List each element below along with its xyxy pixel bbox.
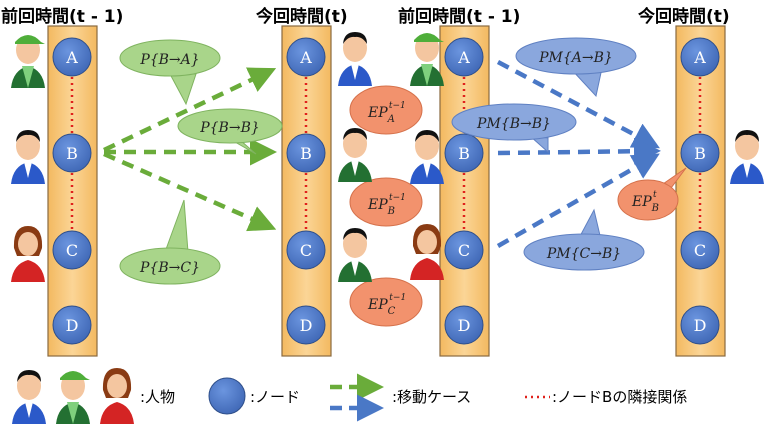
svg-text:PM{A→B}: PM{A→B} [538,50,613,66]
node-a-col1: A [52,37,92,77]
bubble-pm-ab: PM{A→B} [515,37,637,98]
node-a-col3: A [444,37,484,77]
person-blue-suit-icon-4 [730,130,764,184]
bubble-pm-cb: PM{C→B} [523,208,645,271]
svg-text:A: A [299,48,312,67]
svg-text:PM{B→B}: PM{B→B} [476,116,551,132]
node-d-col4: D [680,305,720,345]
node-c-col4: C [680,230,720,270]
person-green-cap-icon-3 [410,33,444,86]
arrow-a-to-b [496,60,660,149]
person-blue-suit-icon-3 [410,130,444,184]
node-d-col1: D [52,305,92,345]
node-c-col1: C [52,230,92,270]
bubble-p-ba: P{B→A} [119,39,221,106]
svg-text:A: A [693,48,706,67]
person-red-woman-icon-1 [11,226,45,282]
arrow-c-to-b [496,153,660,248]
node-c-col2: C [286,230,326,270]
header-prev-time-2: 前回時間(t - 1) [398,7,521,27]
legend-move-label: :移動ケース [392,388,471,406]
legend-node-label: :ノード [250,388,300,406]
svg-text:P{B→A}: P{B→A} [139,52,199,68]
bubble-ep-a: EPAt−1 [349,85,423,135]
person-red-woman-icon-3 [410,224,444,280]
green-move-arrows [103,67,277,232]
header-prev-time-1: 前回時間(t - 1) [1,7,124,27]
svg-text:D: D [300,316,313,335]
blue-move-arrows [496,60,661,248]
svg-text:C: C [300,241,312,260]
bubble-ep-c: EPCt−1 [349,277,423,327]
bubble-p-bb: P{B→B} [177,108,283,155]
person-green-suit-icon-2 [338,128,372,182]
arrow-b-to-a [103,67,277,153]
person-blue-suit-icon-1 [11,130,45,184]
bubble-p-bc: P{B→C} [119,199,221,285]
node-a-col4: A [680,37,720,77]
bubble-pm-bb: PM{B→B} [451,103,577,154]
node-c-col3: C [444,230,484,270]
svg-text:A: A [457,48,470,67]
svg-text:C: C [694,241,706,260]
node-b-col3: B [444,133,484,173]
svg-text:EPBt: EPBt [631,190,659,214]
nodes: A B C D A B C D A B C D A B C D [52,37,720,345]
legend-person-icons [12,368,134,424]
legend-person-label: :人物 [140,388,175,406]
legend-adjacency-label: :ノードBの隣接関係 [552,388,687,406]
arrow-b-to-c [103,151,277,232]
node-a-col2: A [286,37,326,77]
svg-text:B: B [300,144,312,163]
svg-text:EPBt−1: EPBt−1 [367,193,406,217]
header-now-time-2: 今回時間(t) [638,7,730,27]
svg-text:C: C [458,241,470,260]
svg-text:D: D [66,316,79,335]
bubble-ep-t: EPBt [617,167,687,221]
svg-text:D: D [458,316,471,335]
svg-text:B: B [458,144,470,163]
header-now-time-1: 今回時間(t) [256,7,348,27]
legend: :人物 :ノード :移動ケース :ノードBの隣接関係 [12,368,687,424]
svg-text:EPAt−1: EPAt−1 [367,101,406,125]
svg-text:PM{C→B}: PM{C→B} [546,246,621,262]
svg-text:B: B [66,144,78,163]
person-green-suit-icon-3 [338,228,372,282]
svg-text:B: B [694,144,706,163]
node-d-col3: D [444,305,484,345]
person-green-cap-icon-1 [11,35,45,88]
arrow-b-to-b-2 [497,137,661,165]
svg-text:A: A [65,48,78,67]
svg-text:P{B→C}: P{B→C} [139,260,200,276]
node-b-col4: B [680,133,720,173]
node-b-col1: B [52,133,92,173]
bubble-ep-b: EPBt−1 [349,177,423,227]
person-blue-suit-icon-2 [338,32,372,86]
node-b-col2: B [286,133,326,173]
svg-text:P{B→B}: P{B→B} [199,120,260,136]
legend-node-icon [208,377,246,415]
svg-text:C: C [66,241,78,260]
node-d-col2: D [286,305,326,345]
svg-text:D: D [694,316,707,335]
svg-text:EPCt−1: EPCt−1 [367,293,406,317]
